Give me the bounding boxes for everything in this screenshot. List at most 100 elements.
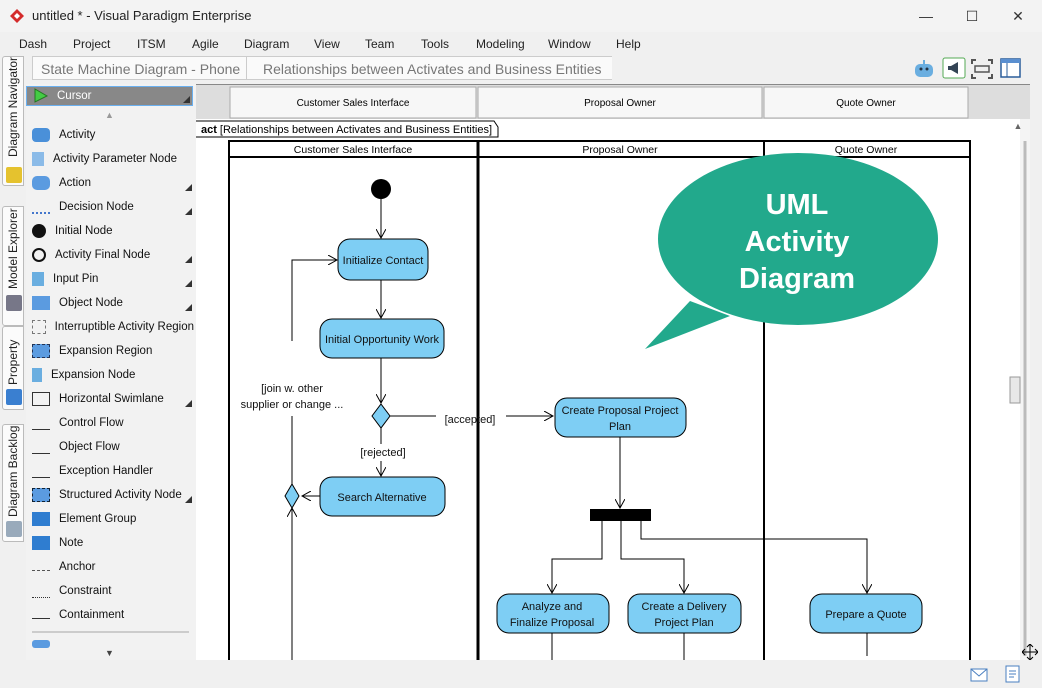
status-bar bbox=[0, 644, 1042, 688]
property-icon bbox=[6, 389, 22, 405]
more-arrow-icon[interactable] bbox=[185, 256, 192, 263]
more-arrow-icon[interactable] bbox=[185, 400, 192, 407]
palette-item[interactable]: Containment bbox=[26, 603, 194, 627]
menu-agile[interactable]: Agile bbox=[192, 37, 219, 51]
swimlane-pool bbox=[228, 140, 971, 660]
action-create-delivery-plan[interactable] bbox=[627, 593, 742, 634]
palette-item[interactable]: Constraint bbox=[26, 579, 194, 603]
app-logo-icon bbox=[10, 9, 24, 23]
robot-icon[interactable] bbox=[912, 58, 936, 80]
more-arrow-icon[interactable] bbox=[185, 496, 192, 503]
palette-cursor[interactable]: Cursor bbox=[26, 86, 193, 106]
menu-tools[interactable]: Tools bbox=[421, 37, 450, 51]
tab-model-explorer[interactable]: Model Explorer bbox=[2, 206, 24, 326]
callout-bubble: UML Activity Diagram bbox=[645, 153, 938, 349]
palette-item[interactable]: Expansion Region bbox=[26, 339, 194, 363]
more-arrow-icon[interactable] bbox=[185, 280, 192, 287]
node-label: Create Proposal Project bbox=[562, 405, 679, 417]
action-initialize-contact[interactable] bbox=[337, 238, 429, 281]
tab-label: Diagram Navigator bbox=[6, 56, 20, 157]
action-create-proposal-plan[interactable] bbox=[554, 397, 687, 438]
palette-item[interactable]: Action bbox=[26, 171, 194, 195]
menu-dash[interactable]: Dash bbox=[19, 37, 48, 51]
palette-item[interactable]: Activity Parameter Node bbox=[26, 147, 194, 171]
palette-item[interactable]: Element Group bbox=[26, 507, 194, 531]
scroll-up-arrow-icon[interactable]: ▲ bbox=[105, 110, 114, 120]
palette-item[interactable]: Input Pin bbox=[26, 267, 194, 291]
palette-item[interactable]: Decision Node bbox=[26, 195, 194, 219]
element-group-icon bbox=[32, 512, 50, 526]
tab-diagram-backlog[interactable]: Diagram Backlog bbox=[2, 424, 24, 542]
tab-diagram-navigator[interactable]: Diagram Navigator bbox=[2, 56, 24, 186]
callout-text: UML bbox=[766, 189, 829, 221]
central-buffer-icon bbox=[32, 640, 50, 648]
menu-bar: Dash Project ITSM Agile Diagram View Tea… bbox=[0, 32, 1042, 54]
lane-header-quote[interactable] bbox=[763, 86, 969, 119]
scroll-thumb[interactable] bbox=[1009, 376, 1021, 404]
menu-team[interactable]: Team bbox=[365, 37, 395, 51]
action-prepare-quote[interactable] bbox=[809, 593, 923, 634]
expansion-node-icon bbox=[32, 368, 42, 382]
merge-node[interactable] bbox=[284, 483, 300, 509]
palette-item-label: Expansion Region bbox=[59, 345, 153, 357]
menu-project[interactable]: Project bbox=[73, 37, 111, 51]
palette-item-label: Control Flow bbox=[59, 417, 124, 429]
move-icon[interactable] bbox=[1022, 644, 1038, 660]
palette-item[interactable]: Anchor bbox=[26, 555, 194, 579]
palette-divider bbox=[32, 631, 189, 633]
action-initial-opportunity-work[interactable] bbox=[319, 318, 445, 359]
palette-item[interactable]: Object Flow bbox=[26, 435, 194, 459]
more-arrow-icon[interactable] bbox=[183, 96, 190, 103]
palette-item[interactable]: Horizontal Swimlane bbox=[26, 387, 194, 411]
palette-item[interactable]: Initial Node bbox=[26, 219, 194, 243]
scroll-down-arrow-icon[interactable]: ▼ bbox=[105, 648, 114, 658]
more-arrow-icon[interactable] bbox=[185, 184, 192, 191]
palette-item[interactable]: Exception Handler bbox=[26, 459, 194, 483]
lane-header-proposal[interactable] bbox=[477, 86, 763, 119]
close-button[interactable]: ✕ bbox=[1012, 7, 1024, 24]
lane-header-label: Proposal Owner bbox=[584, 98, 656, 109]
palette-item[interactable]: Activity bbox=[26, 123, 194, 147]
breadcrumb-item-current[interactable]: Relationships between Activates and Busi… bbox=[246, 56, 612, 80]
notes-icon[interactable] bbox=[1004, 665, 1022, 683]
more-arrow-icon[interactable] bbox=[185, 304, 192, 311]
maximize-button[interactable]: ☐ bbox=[965, 7, 979, 24]
palette-item-label: Action bbox=[59, 177, 91, 189]
palette-item[interactable]: Structured Activity Node bbox=[26, 483, 194, 507]
palette-item[interactable]: Interruptible Activity Region bbox=[26, 315, 194, 339]
tab-label: Model Explorer bbox=[6, 208, 20, 289]
palette-item[interactable]: Object Node bbox=[26, 291, 194, 315]
mail-icon[interactable] bbox=[970, 668, 988, 682]
palette-item[interactable]: Activity Final Node bbox=[26, 243, 194, 267]
layout-panel-icon[interactable] bbox=[999, 57, 1023, 79]
constraint-icon bbox=[32, 584, 50, 598]
breadcrumb-item-state-machine[interactable]: State Machine Diagram - Phone bbox=[32, 56, 246, 80]
menu-view[interactable]: View bbox=[314, 37, 340, 51]
menu-modeling[interactable]: Modeling bbox=[476, 37, 525, 51]
palette-item[interactable]: Control Flow bbox=[26, 411, 194, 435]
palette-item[interactable]: Note bbox=[26, 531, 194, 555]
fit-view-icon[interactable] bbox=[970, 58, 994, 80]
node-label: Initial Opportunity Work bbox=[325, 334, 440, 346]
palette-item[interactable]: Expansion Node bbox=[26, 363, 194, 387]
tab-property[interactable]: Property bbox=[2, 326, 24, 410]
node-label: Initialize Contact bbox=[343, 255, 424, 267]
decision-node[interactable] bbox=[371, 403, 391, 429]
diagram-canvas[interactable]: Customer Sales Interface Proposal Owner … bbox=[196, 84, 1030, 660]
swimlane-label: Customer Sales Interface bbox=[294, 144, 413, 156]
activity-diagram: Customer Sales Interface Proposal Owner … bbox=[196, 85, 1030, 660]
lane-header-customer[interactable] bbox=[229, 86, 477, 119]
initial-node[interactable] bbox=[371, 179, 391, 199]
action-analyze-finalize[interactable] bbox=[496, 593, 610, 634]
minimize-button[interactable]: — bbox=[919, 8, 933, 24]
menu-window[interactable]: Window bbox=[548, 37, 591, 51]
palette-item-label: Object Node bbox=[59, 297, 123, 309]
fork-node[interactable] bbox=[590, 509, 651, 521]
menu-diagram[interactable]: Diagram bbox=[244, 37, 290, 51]
menu-itsm[interactable]: ITSM bbox=[137, 37, 166, 51]
menu-help[interactable]: Help bbox=[616, 37, 641, 51]
lane-header-label: Quote Owner bbox=[836, 98, 896, 109]
action-search-alternative[interactable] bbox=[319, 476, 446, 517]
megaphone-icon[interactable] bbox=[942, 57, 966, 79]
more-arrow-icon[interactable] bbox=[185, 208, 192, 215]
